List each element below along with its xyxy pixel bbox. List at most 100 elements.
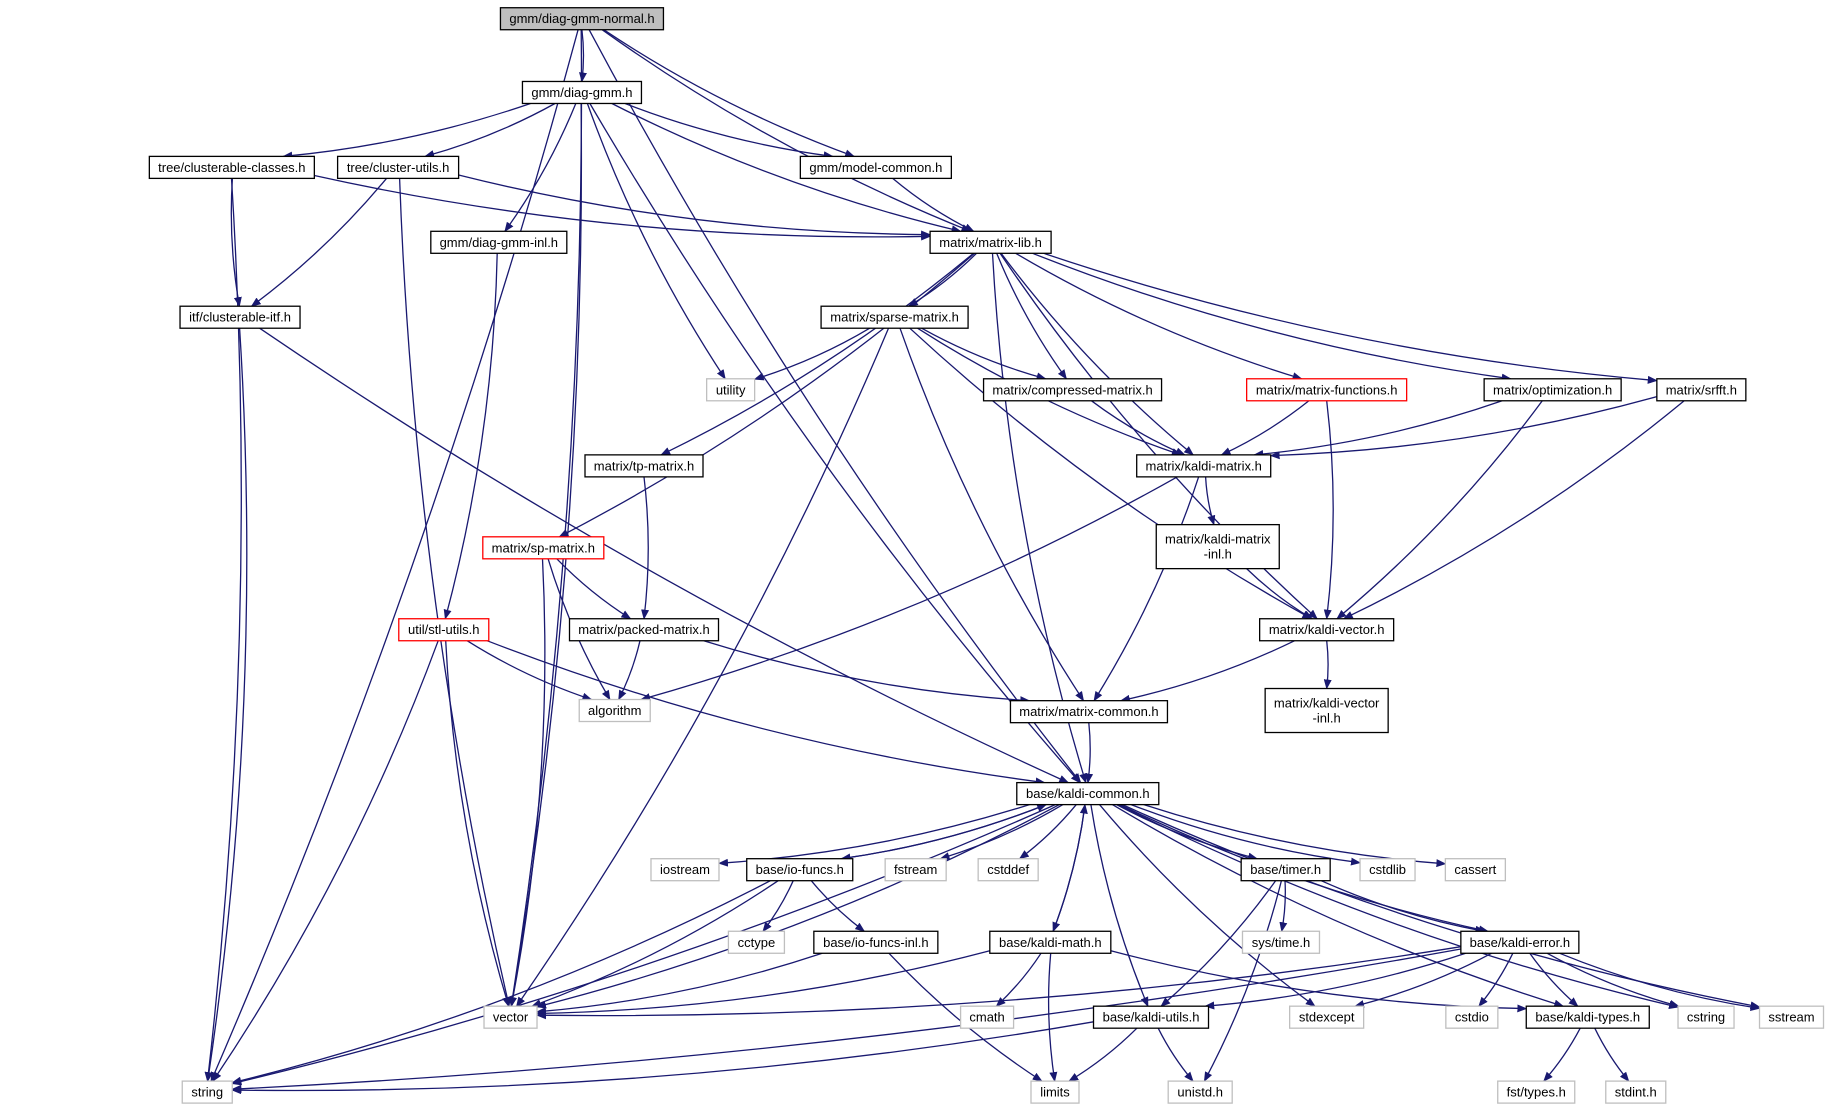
edge-sparse-matrix-to-kaldi-vector (909, 327, 1313, 620)
node-label: cstddef (987, 862, 1029, 877)
edge-path (1253, 400, 1503, 459)
edge-kaldi-common-to-kaldi-utils (1090, 804, 1149, 1008)
edge-path (586, 103, 726, 380)
edge-path (1204, 952, 1466, 1010)
node-box (820, 305, 969, 329)
node-box (1246, 378, 1408, 402)
edge-matrix-lib-to-optimization (1032, 252, 1512, 382)
edge-path (1546, 952, 1680, 1008)
node-kaldi-matrix[interactable]: matrix/kaldi-matrix.h (1136, 454, 1272, 478)
node-srfft[interactable]: matrix/srfft.h (1656, 378, 1747, 402)
node-root[interactable]: gmm/diag-gmm-normal.h (499, 7, 665, 31)
node-tp-matrix[interactable]: matrix/tp-matrix.h (584, 454, 704, 478)
node-matrix-functions[interactable]: matrix/matrix-functions.h (1246, 378, 1408, 402)
node-kaldi-error[interactable]: base/kaldi-error.h (1460, 930, 1580, 954)
node-algorithm: algorithm (578, 698, 651, 723)
node-kaldi-vector[interactable]: matrix/kaldi-vector.h (1259, 618, 1395, 642)
node-label: matrix/tp-matrix.h (594, 458, 694, 473)
node-sp-matrix[interactable]: matrix/sp-matrix.h (482, 536, 605, 560)
node-box (1009, 700, 1169, 724)
node-box (929, 230, 1052, 254)
node-box (650, 858, 720, 882)
node-box (482, 536, 605, 560)
edge-clusterable-classes-to-matrix-lib (314, 174, 932, 241)
edge-kaldi-common-to-kaldi-types (1112, 804, 1565, 1008)
file-nodes: gmm/diag-gmm-normal.h gmm/diag-gmm.h tree/… (148, 7, 1825, 1104)
node-optimization[interactable]: matrix/optimization.h (1483, 378, 1622, 402)
edge-path (1032, 252, 1512, 382)
node-model-common[interactable]: gmm/model-common.h (799, 155, 952, 180)
edge-optimization-to-kaldi-matrix (1253, 400, 1503, 459)
node-label: sstream (1768, 1010, 1814, 1025)
node-box (1155, 523, 1280, 570)
node-sparse-matrix[interactable]: matrix/sparse-matrix.h (820, 305, 969, 329)
node-kaldi-types[interactable]: base/kaldi-types.h (1525, 1005, 1650, 1029)
edge-root-to-diaggmm (579, 29, 587, 83)
edge-path (1043, 252, 1658, 384)
edge-root-to-matrix-lib (601, 29, 972, 232)
edge-stl-utils-to-string (212, 640, 439, 1082)
edge-path (259, 327, 1070, 784)
node-io-funcs[interactable]: base/io-funcs.h (746, 858, 854, 882)
node-box (1497, 1080, 1576, 1104)
node-cassert: cassert (1444, 858, 1507, 882)
node-stl-utils[interactable]: util/stl-utils.h (398, 618, 490, 642)
node-fst-types: fst/types.h (1497, 1080, 1576, 1104)
node-box (727, 930, 786, 954)
edge-path (1160, 880, 1277, 1007)
edge-diaggmm-to-cluster-utils (424, 102, 556, 158)
edge-matrix-functions-to-kaldi-matrix (1220, 400, 1310, 456)
node-kaldi-utils[interactable]: base/kaldi-utils.h (1092, 1005, 1210, 1029)
node-diaggmm-inl[interactable]: gmm/diag-gmm-inl.h (430, 230, 568, 254)
node-kaldi-matrix-inl[interactable]: matrix/kaldi-matrix-inl.h (1155, 523, 1280, 570)
edge-matrix-functions-to-kaldi-vector (1323, 400, 1334, 620)
edge-tp-matrix-to-packed-matrix (641, 476, 650, 620)
node-label: base/kaldi-utils.h (1103, 1010, 1200, 1025)
node-label: -inl.h (1204, 547, 1232, 562)
node-cluster-utils[interactable]: tree/cluster-utils.h (336, 155, 460, 180)
node-label: algorithm (588, 703, 641, 718)
node-clusterable-classes[interactable]: tree/clusterable-classes.h (148, 155, 315, 180)
node-compressed-matrix[interactable]: matrix/compressed-matrix.h (982, 378, 1163, 402)
edge-kaldi-matrix-to-matrix-common (1093, 476, 1200, 702)
node-label: base/timer.h (1250, 862, 1321, 877)
node-box (1264, 687, 1389, 734)
node-label: vector (493, 1010, 529, 1025)
edge-io-funcs-to-vector (531, 880, 779, 1007)
edge-io-funcs-to-io-funcs-inl (810, 880, 866, 932)
node-label: cmath (969, 1010, 1004, 1025)
node-kaldi-math[interactable]: base/kaldi-math.h (989, 930, 1112, 954)
edge-path (1246, 568, 1314, 620)
edge-clusterable-itf-to-string (205, 328, 248, 1083)
node-packed-matrix[interactable]: matrix/packed-matrix.h (568, 618, 720, 642)
node-box (1758, 1005, 1825, 1029)
node-box (1016, 781, 1160, 806)
node-diaggmm[interactable]: gmm/diag-gmm.h (521, 80, 643, 105)
node-cstring: cstring (1677, 1005, 1735, 1029)
node-timer[interactable]: base/timer.h (1240, 858, 1331, 882)
edge-kaldi-math-to-kaldi-common (1052, 803, 1088, 932)
edge-path (939, 804, 1064, 860)
node-label: matrix/sp-matrix.h (492, 540, 595, 555)
edge-matrix-lib-to-kaldi-matrix (1000, 252, 1194, 456)
node-label: unistd.h (1177, 1085, 1223, 1100)
edge-path (611, 102, 962, 234)
node-vector: vector (483, 1005, 538, 1029)
edge-path (398, 178, 511, 1008)
edge-matrix-lib-to-tp-matrix (660, 252, 974, 456)
node-stdexcept: stdexcept (1289, 1005, 1365, 1029)
node-clusterable-itf[interactable]: itf/clusterable-itf.h (179, 305, 301, 329)
node-kaldi-vector-inl[interactable]: matrix/kaldi-vector-inl.h (1264, 687, 1389, 734)
edge-matrix-lib-to-kaldi-vector (999, 252, 1318, 620)
node-matrix-common[interactable]: matrix/matrix-common.h (1009, 700, 1169, 724)
edge-path (618, 640, 641, 701)
node-label: iostream (660, 862, 710, 877)
node-matrix-lib[interactable]: matrix/matrix-lib.h (929, 230, 1052, 254)
node-box (884, 858, 947, 882)
edge-sparse-matrix-to-utility (753, 327, 871, 381)
edge-kaldi-vector-to-matrix-common (1119, 640, 1295, 703)
node-io-funcs-inl[interactable]: base/io-funcs-inl.h (813, 930, 939, 954)
node-kaldi-common[interactable]: base/kaldi-common.h (1016, 781, 1160, 806)
node-label: matrix/sparse-matrix.h (830, 310, 959, 325)
edge-sparse-matrix-to-compressed-matrix (921, 327, 1047, 381)
